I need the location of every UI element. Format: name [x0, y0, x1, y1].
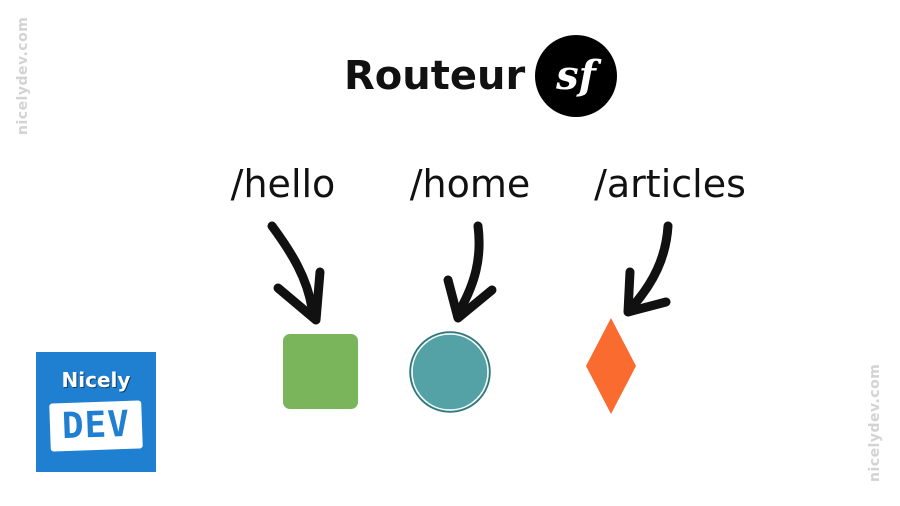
route-label-articles: /articles: [594, 162, 746, 206]
nicelydev-logo: Nicely DEV: [36, 352, 156, 472]
nicelydev-logo-line1: Nicely: [61, 368, 131, 392]
nicelydev-logo-dev-box: DEV: [49, 400, 143, 452]
route-label-hello: /hello: [230, 162, 336, 206]
symfony-logo-icon: sf: [535, 35, 617, 117]
page-title: Routeur: [344, 53, 526, 99]
nicelydev-logo-line2: DEV: [61, 403, 131, 448]
watermark-right: nicelydev.com: [867, 363, 883, 482]
watermark-left: nicelydev.com: [15, 16, 31, 135]
curved-arrow-down-icon: [443, 221, 497, 323]
route-label-home: /home: [409, 162, 531, 206]
teal-circle-shape: [409, 331, 491, 413]
curved-arrow-down-icon: [267, 221, 325, 325]
green-square-shape: [283, 334, 358, 409]
header: Routeur sf: [340, 34, 630, 118]
symfony-logo-text: sf: [555, 52, 602, 99]
curved-arrow-down-icon: [623, 221, 673, 317]
orange-diamond-shape: [586, 318, 636, 414]
